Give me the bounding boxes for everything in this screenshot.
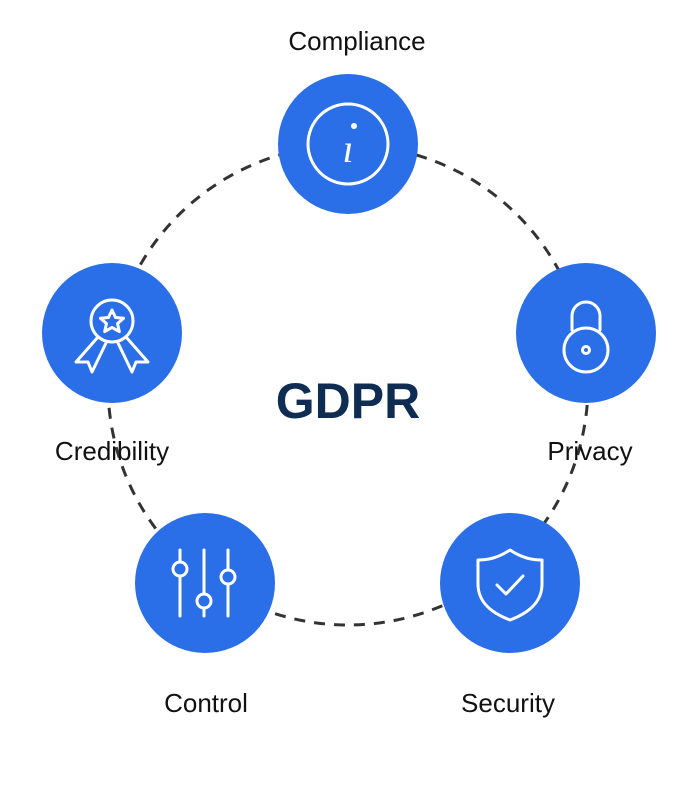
node-label: Credibility <box>55 436 169 466</box>
node-label: Compliance <box>288 26 425 56</box>
node-label: Security <box>461 688 555 718</box>
node-label: Privacy <box>547 436 632 466</box>
node-security: Security <box>440 513 580 718</box>
svg-text:ı: ı <box>342 126 353 171</box>
node-credibility: Credibility <box>42 263 182 466</box>
diagram-title: GDPR <box>276 373 420 429</box>
sliders-icon <box>171 548 237 618</box>
info-icon: ı <box>306 102 390 186</box>
node-privacy: Privacy <box>516 263 656 466</box>
node-control: Control <box>135 513 275 718</box>
shield-check-icon <box>476 548 544 622</box>
node-compliance: ı Compliance <box>278 26 426 214</box>
padlock-icon <box>562 300 610 374</box>
node-label: Control <box>164 688 248 718</box>
award-ribbon-icon <box>74 298 150 374</box>
